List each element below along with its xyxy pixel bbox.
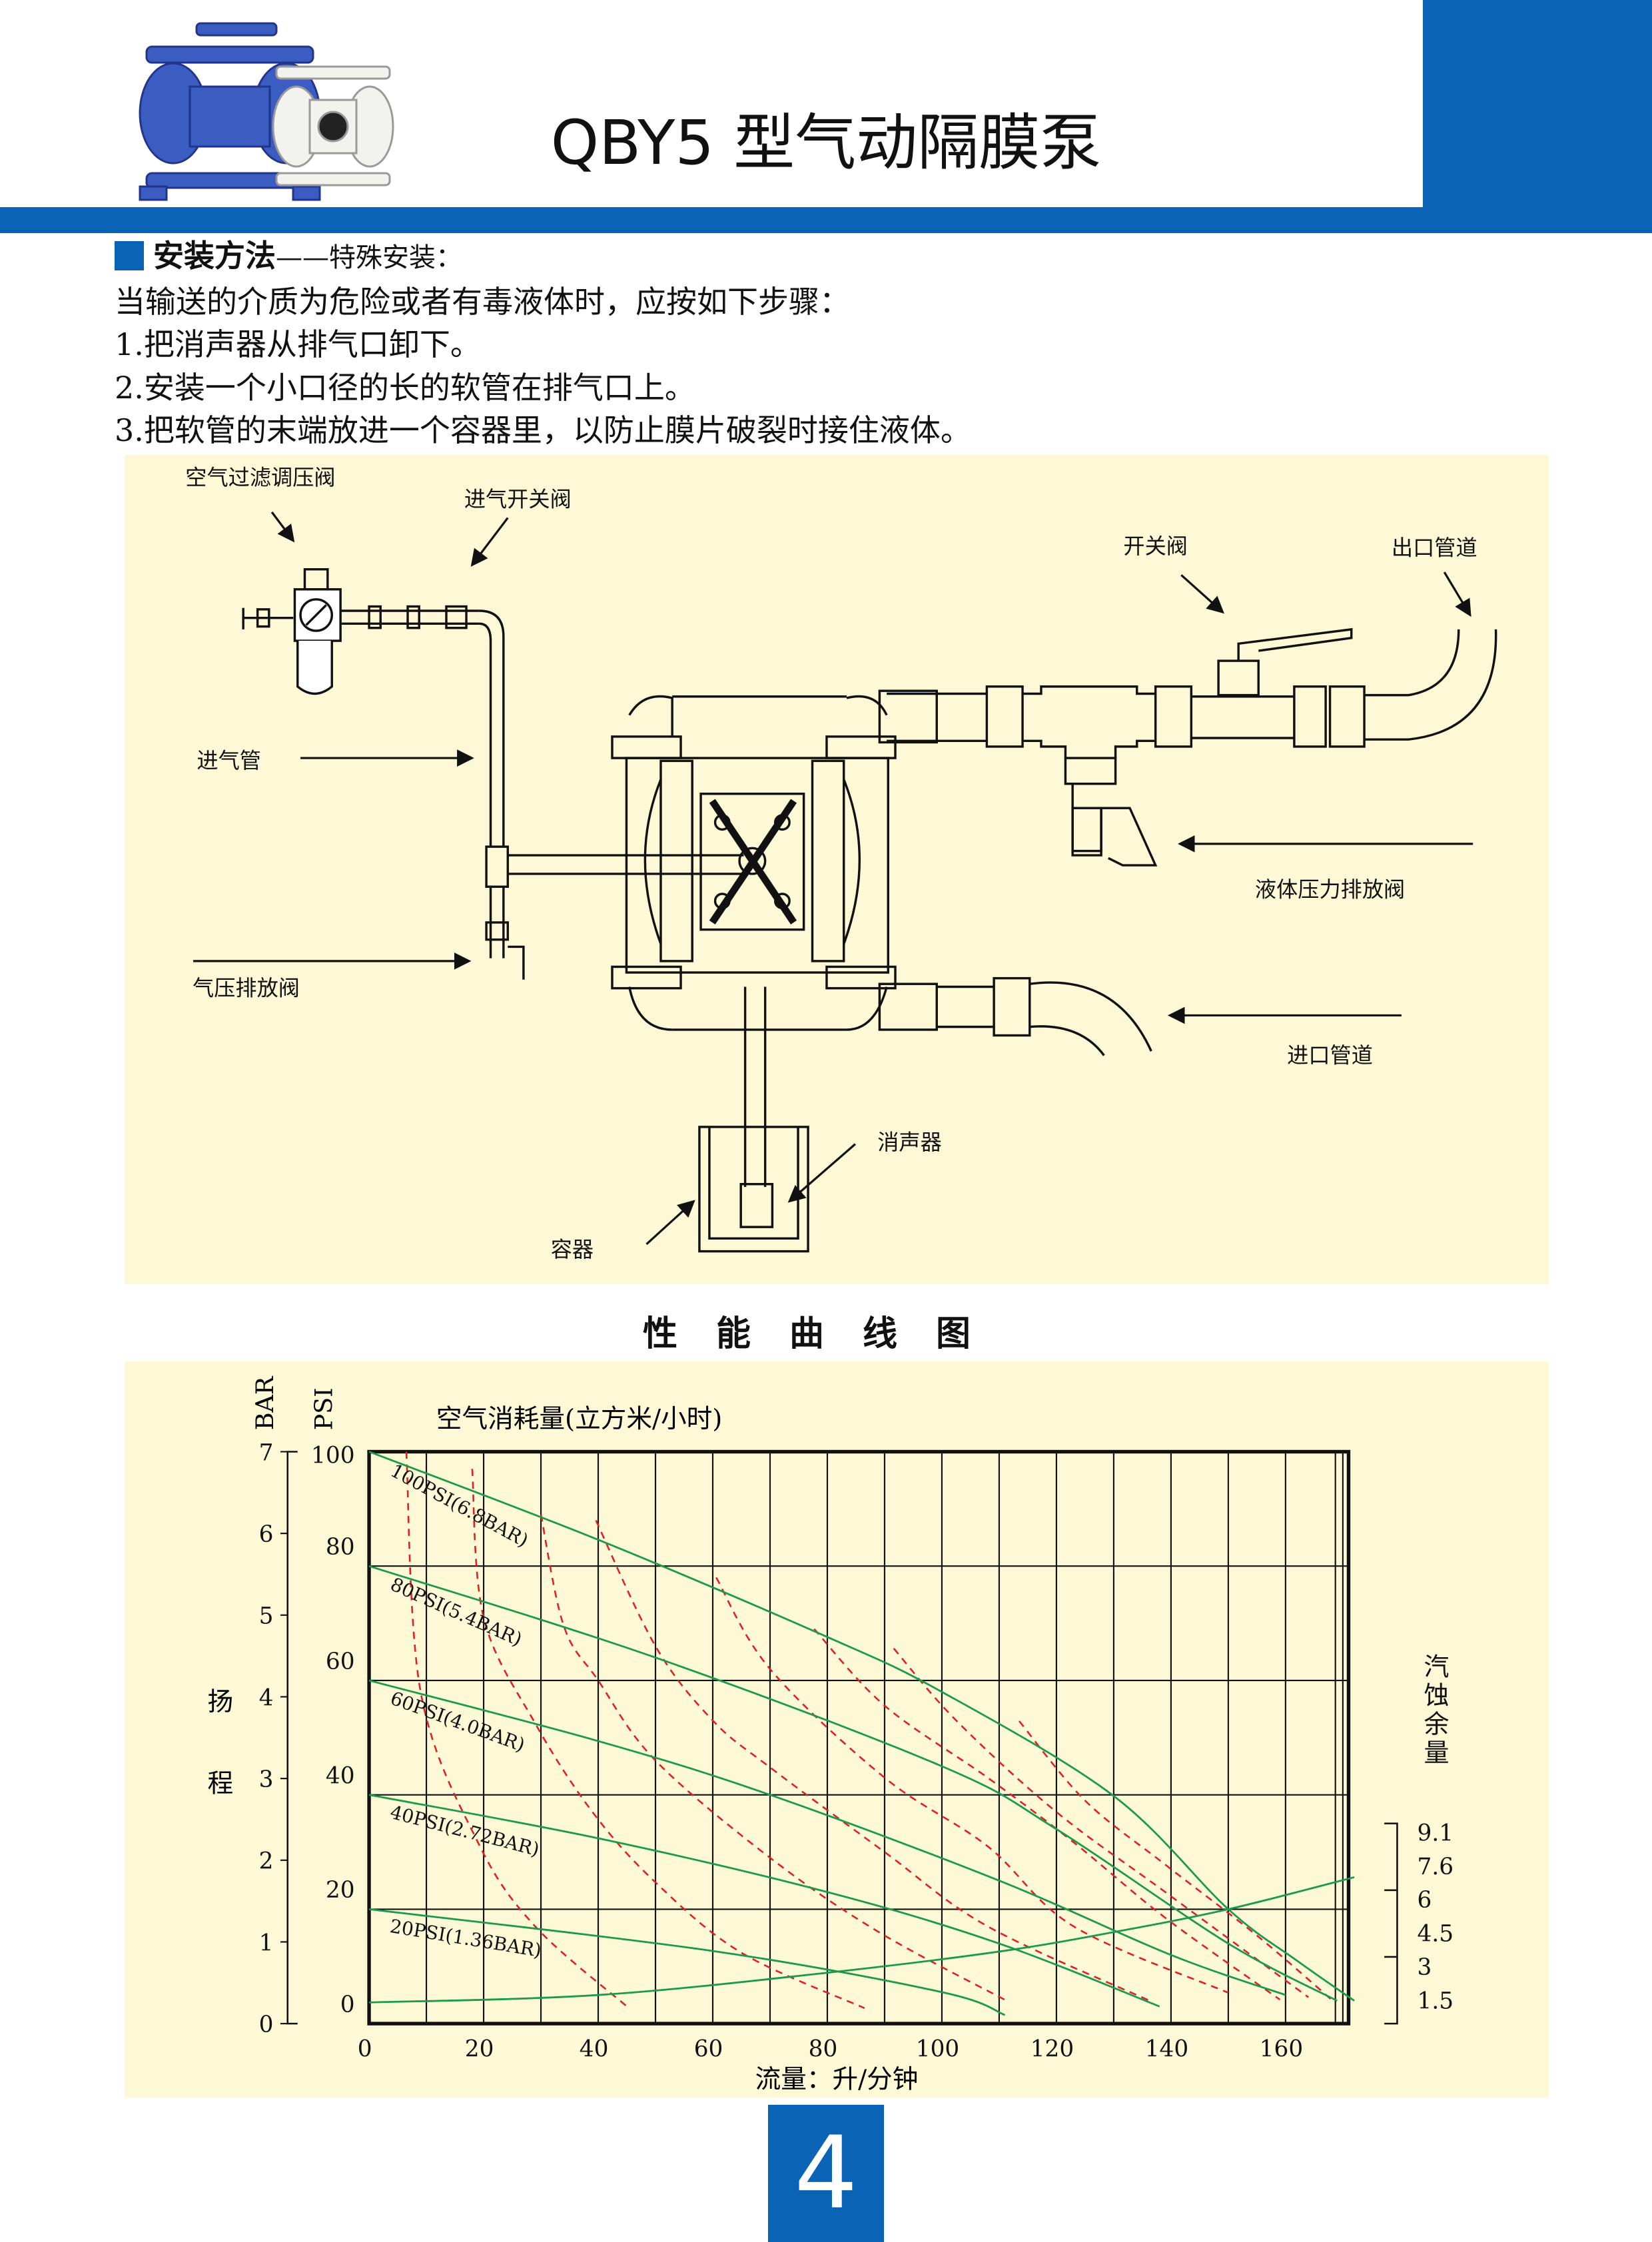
psi-tick-label: 60: [326, 1649, 355, 1675]
pressure-curve: [368, 1679, 1286, 1996]
y-axis-label-char: 扬: [208, 1687, 234, 1717]
label-air-inlet-valve: 进气开关阀: [464, 486, 572, 512]
bar-tick-label: 5: [259, 1603, 274, 1630]
header-corner-block: [1423, 0, 1652, 233]
x-tick-label: 100: [916, 2036, 960, 2062]
air-consumption-curve: [1019, 1720, 1332, 2001]
filter-regulator: [242, 568, 342, 695]
psi-tick-label: 80: [326, 1534, 355, 1561]
outlet-piping: [878, 627, 1497, 867]
bar-tick-label: 6: [259, 1521, 274, 1548]
section-subheading: ——特殊安装：: [276, 242, 462, 273]
pressure-curve: [369, 1876, 1355, 2004]
bar-unit-label: BAR: [250, 1375, 279, 1430]
install-step: 2.安装一个小口径的长的软管在排气口上。: [115, 370, 695, 406]
bar-tick-label: 3: [259, 1766, 274, 1793]
pressure-curve: [368, 1794, 1160, 2008]
label-liquid-relief-valve: 液体压力排放阀: [1255, 877, 1405, 902]
header-band: [0, 207, 1652, 233]
npsh-tick-label: 9.1: [1418, 1820, 1454, 1846]
label-filter-regulator: 空气过滤调压阀: [185, 465, 335, 490]
x-axis-label: 流量：升/分钟: [755, 2065, 919, 2095]
pump-photo-icon: [139, 22, 394, 201]
label-air-pipe: 进气管: [197, 748, 261, 773]
pressure-curve: [368, 1908, 1006, 2016]
npsh-axis: [1384, 1822, 1398, 2025]
pressure-curve-label: 60PSI(4.0BAR): [388, 1687, 528, 1756]
air-consumption-curve: [715, 1577, 1229, 1994]
plot-frame: [367, 1449, 1351, 2026]
psi-tick-label: 40: [326, 1762, 355, 1789]
pressure-curve: [368, 1565, 1338, 2002]
air-pipe: [340, 605, 744, 980]
bar-tick-label: 7: [259, 1439, 274, 1466]
bar-tick-label: 1: [259, 1930, 274, 1956]
psi-tick-label: 0: [340, 1992, 355, 2018]
x-tick-label: 80: [809, 2036, 838, 2062]
psi-unit-label: PSI: [309, 1387, 338, 1430]
installation-diagram: 空气过滤调压阀 进气开关阀 开关阀 出口管道 进气管 液体压力排放阀 气压排放阀…: [125, 455, 1549, 1284]
psi-tick-label: 20: [326, 1877, 355, 1904]
x-tick-label: 20: [465, 2036, 494, 2062]
bullet-square-icon: [115, 241, 144, 270]
x-tick-label: 120: [1031, 2036, 1074, 2062]
air-consumption-curve: [813, 1628, 1281, 2001]
bar-tick-label: 0: [259, 2012, 274, 2038]
x-tick-label: 140: [1145, 2036, 1189, 2062]
air-consumption-curve: [405, 1451, 627, 2008]
chart-curves: [368, 1451, 1355, 2016]
psi-tick-label: 100: [311, 1443, 355, 1469]
npsh-tick-label: 3: [1418, 1954, 1432, 1981]
inlet-piping: [878, 976, 1152, 1056]
pressure-curve: [368, 1451, 1355, 2002]
x-tick-label: 60: [694, 2036, 723, 2062]
bar-tick-label: 4: [259, 1684, 274, 1711]
install-intro: 当输送的介质为危险或者有毒液体时，应按如下步骤：: [115, 284, 850, 320]
label-air-relief-valve: 气压排放阀: [193, 975, 300, 1000]
pressure-curve-label: 40PSI(2.72BAR): [388, 1801, 542, 1861]
label-switch-valve: 开关阀: [1123, 534, 1188, 559]
chart-section-title: 性能曲线图: [642, 1314, 1009, 1354]
x-tick-label: 0: [358, 2036, 372, 2062]
air-consumption-curve: [471, 1469, 865, 2010]
air-consumption-curve: [893, 1648, 1310, 1998]
npsh-tick-label: 4.5: [1418, 1921, 1454, 1948]
label-inlet-pipe: 进口管道: [1287, 1042, 1373, 1068]
page-title: QBY5 型气动隔膜泵: [550, 107, 1102, 179]
npsh-tick-label: 6: [1418, 1887, 1432, 1914]
chart-title: 空气消耗量(立方米/小时): [436, 1404, 722, 1434]
label-muffler: 消声器: [877, 1130, 942, 1155]
y-axis-label: 扬程: [208, 1687, 234, 1798]
page-number: 4: [768, 2105, 884, 2242]
bar-axis: [286, 1451, 298, 2025]
chart-grid: [280, 1449, 1398, 2026]
npsh-tick-label: 7.6: [1418, 1854, 1454, 1880]
exhaust-container: [698, 986, 809, 1253]
air-consumption-curve: [540, 1514, 1009, 2002]
performance-chart: 0 1 2 3 4 5 6 7 0 20 40 60 80 100 0 20 40 60 80 100 120 140 16…: [125, 1361, 1549, 2098]
section-heading-title: 安装方法: [153, 238, 276, 274]
x-tick-label: 160: [1260, 2036, 1304, 2062]
install-step: 3.把软管的末端放进一个容器里，以防止膜片破裂时接住液体。: [115, 412, 971, 448]
pump-body: [611, 695, 897, 1031]
pressure-curve-label: 80PSI(5.4BAR): [387, 1573, 525, 1651]
bar-tick-label: 2: [259, 1848, 274, 1875]
label-container: 容器: [551, 1237, 594, 1262]
label-outlet-pipe: 出口管道: [1392, 535, 1477, 560]
pressure-curve-label: 20PSI(1.36BAR): [388, 1915, 543, 1962]
y-axis-label-char: 程: [208, 1768, 234, 1798]
air-consumption-curve: [595, 1519, 1152, 2002]
section-heading: 安装方法——特殊安装：: [115, 236, 462, 278]
arrow-icons: [193, 511, 1473, 1246]
install-step: 1.把消声器从排气口卸下。: [115, 326, 481, 362]
npsh-tick-label: 1.5: [1418, 1988, 1454, 2015]
npsh-axis-label: 汽蚀余量: [1420, 1653, 1449, 1768]
x-tick-label: 40: [580, 2036, 609, 2062]
